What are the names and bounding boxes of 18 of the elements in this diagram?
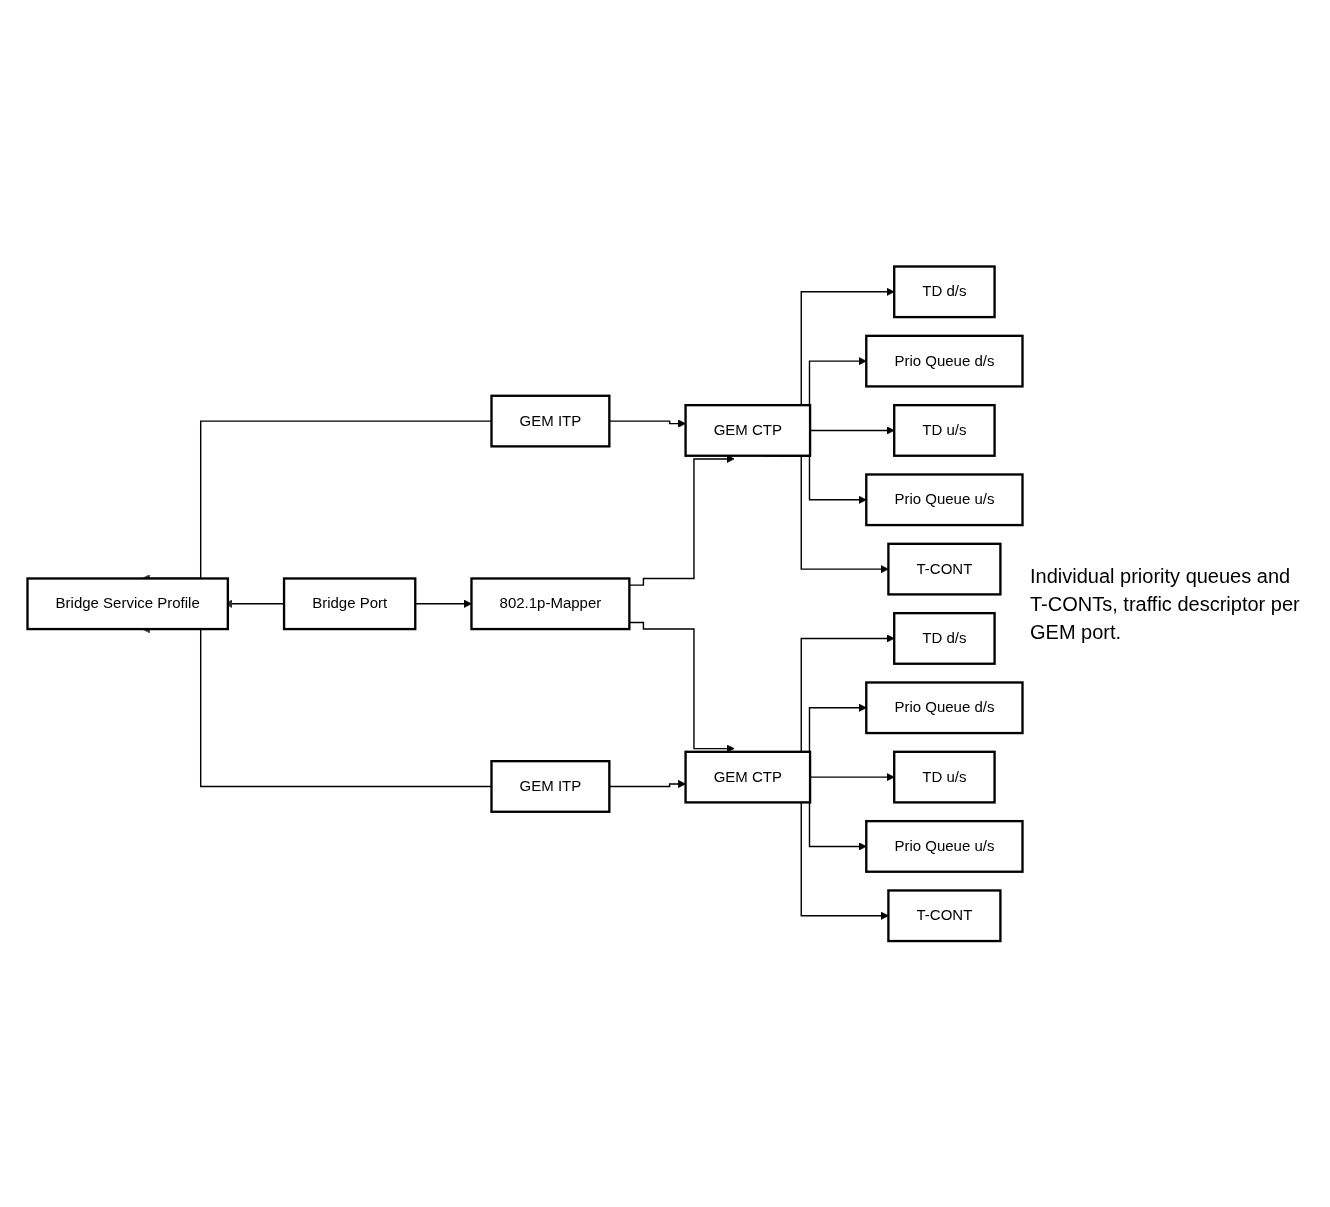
node-box: Prio Queue d/s xyxy=(865,681,1024,734)
node-box: Prio Queue d/s xyxy=(865,334,1024,388)
node-box: TD d/s xyxy=(893,265,996,318)
node-box: TD u/s xyxy=(893,403,996,457)
node-box: Prio Queue u/s xyxy=(865,819,1024,873)
node-box: GEM CTP xyxy=(684,750,812,804)
node-box: TD d/s xyxy=(893,611,996,665)
node-box: Prio Queue u/s xyxy=(865,473,1024,526)
node-box: Bridge Service Profile xyxy=(26,577,229,630)
node-box: GEM ITP xyxy=(490,759,611,813)
node-box: GEM CTP xyxy=(684,403,812,457)
node-box: Bridge Port xyxy=(282,577,417,630)
node-box: 802.1p-Mapper xyxy=(470,577,631,630)
note-text: Individual priority queues and T-CONTs, traffic descriptor per GEM port. xyxy=(1030,563,1301,645)
node-box: T-CONT xyxy=(887,542,1002,596)
node-box: T-CONT xyxy=(887,889,1002,942)
node-box: TD u/s xyxy=(893,750,996,804)
node-box: GEM ITP xyxy=(490,394,611,448)
